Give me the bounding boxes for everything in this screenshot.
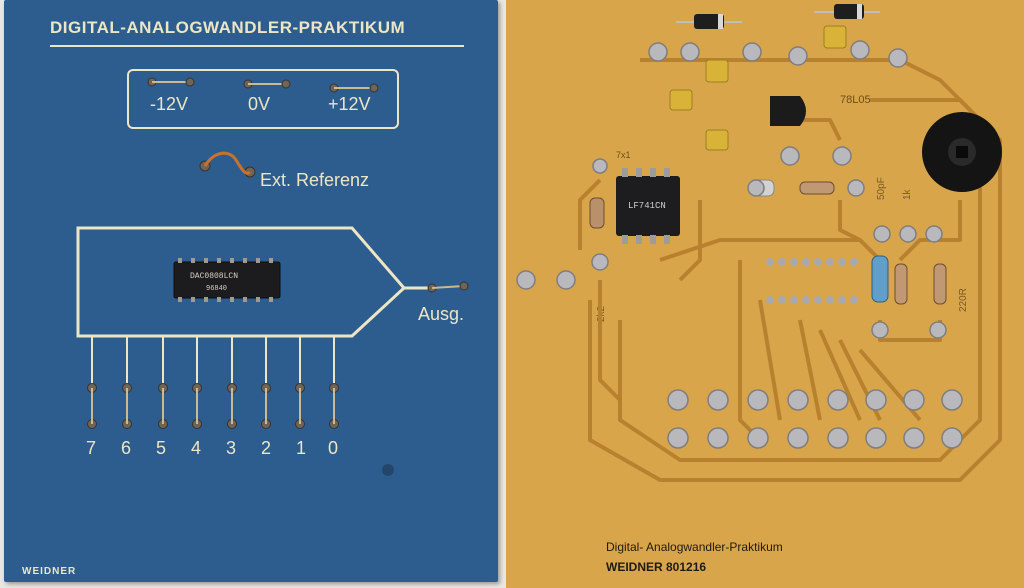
opamp-chip: LF741CN <box>616 168 680 244</box>
bit-label-6: 6 <box>121 438 132 458</box>
bit-label-7: 7 <box>86 438 97 458</box>
opamp-ref-label: 7x1 <box>616 150 631 160</box>
ceramic-capacitors <box>669 25 847 151</box>
bit-label-4: 4 <box>191 438 202 458</box>
voltage-regulator <box>770 96 806 126</box>
power-label-0v: 0V <box>248 94 271 114</box>
solder-pads <box>516 40 947 339</box>
bit-label-1: 1 <box>296 438 307 458</box>
regulator-label: 78L05 <box>840 94 871 106</box>
power-terminals <box>147 77 379 93</box>
dac-chip-marking-1: DAC0808LCN <box>190 272 238 281</box>
mounting-hole <box>382 464 394 476</box>
pcb-bit-pads <box>667 389 963 449</box>
pcb-brand-line: WEIDNER 801216 <box>606 560 707 574</box>
front-panel: DIGITAL-ANALOGWANDLER-PRAKTIKUM -12V 0V … <box>4 0 498 582</box>
dac-chip-marking-2: 96840 <box>206 285 227 293</box>
power-label-minus12: -12V <box>150 94 189 114</box>
copper-traces <box>578 58 1002 482</box>
precision-resistor <box>871 255 889 303</box>
bit-label-2: 2 <box>261 438 272 458</box>
bit-label-0: 0 <box>328 438 339 458</box>
power-label-plus12: +12V <box>328 94 371 114</box>
diode-right <box>814 4 880 19</box>
ext-reference-label: Ext. Referenz <box>260 170 370 190</box>
output-terminal <box>427 281 469 293</box>
dac-chip: DAC0808LCN 96840 <box>173 258 281 302</box>
pcb-title: Digital- Analogwandler-Praktikum <box>606 540 783 554</box>
bit-label-5: 5 <box>156 438 167 458</box>
resistors <box>589 181 947 305</box>
diode-left <box>676 14 742 29</box>
front-panel-artwork: DAC0808LCN 96840 <box>50 45 469 476</box>
trim-potentiometer <box>922 112 1002 192</box>
front-panel-brand: WEIDNER <box>22 566 77 577</box>
front-panel-title: DIGITAL-ANALOGWANDLER-PRAKTIKUM <box>50 18 406 37</box>
ext-reference-jumper <box>199 151 256 178</box>
resistor-ladder-pads <box>766 258 858 304</box>
opamp-marking: LF741CN <box>628 201 666 211</box>
output-label: Ausg. <box>418 304 465 324</box>
bit-label-3: 3 <box>226 438 237 458</box>
bit-input-terminals <box>87 336 339 429</box>
